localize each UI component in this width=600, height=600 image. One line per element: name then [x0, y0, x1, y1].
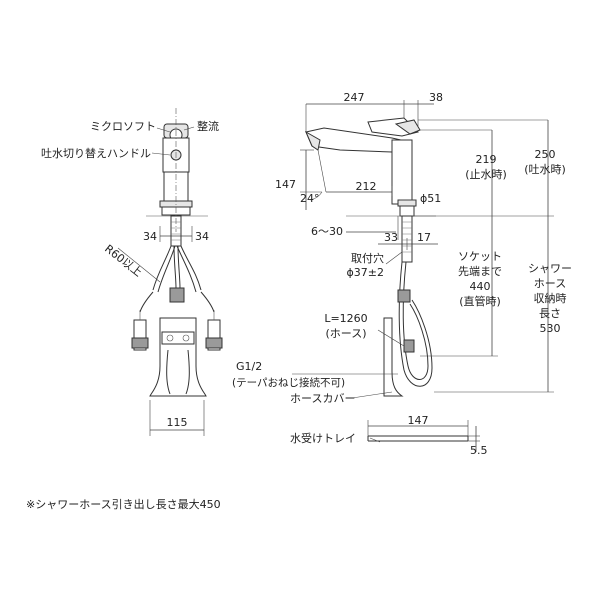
dim-6-30	[346, 216, 399, 240]
water-tray	[367, 435, 469, 442]
dim-247: 247	[344, 91, 365, 104]
water-tray-label: 水受けトレイ	[290, 432, 356, 445]
dim-147-height: 147	[275, 178, 296, 191]
dim-34-left: 34	[143, 230, 157, 243]
dim-5-5: 5.5	[470, 444, 488, 457]
dim-6-30: 6～30	[311, 225, 343, 238]
micro-soft-label: ミクロソフト	[90, 120, 156, 133]
hose-length-label: L=1260	[324, 312, 367, 325]
socket-label-line-1: ソケット	[458, 250, 502, 263]
shower-label-line-3: 収納時	[534, 292, 567, 305]
shower-label-line-4: 長さ	[539, 307, 561, 320]
dim-17: 17	[417, 231, 431, 244]
spout-switch-handle-label: 吐水切り替えハンドル	[41, 146, 151, 160]
socket-label-line-2: 先端まで	[458, 265, 502, 278]
hose-length-note: (ホース)	[325, 327, 366, 340]
footnote: ※シャワーホース引き出し長さ最大450	[26, 497, 221, 511]
side-shower-hose-loop	[397, 261, 433, 387]
front-stop-valves	[131, 291, 223, 351]
dim-147-24	[300, 149, 327, 210]
socket-label-line-3: 440	[470, 280, 491, 293]
side-view: 247 38 219 (止水時) 250 (吐水時) 147 24° 212 ϕ…	[232, 91, 572, 457]
front-dim-115	[149, 400, 205, 436]
dim-34-right: 34	[195, 230, 209, 243]
dim-147-tray: 147	[408, 414, 429, 427]
shower-label-line-2: ホース	[534, 277, 566, 290]
dim-38: 38	[429, 91, 443, 104]
dim-247-38	[305, 100, 434, 132]
dim-heights	[414, 119, 554, 393]
faucet-side-body	[304, 117, 421, 217]
front-supply-hoses	[152, 245, 202, 303]
front-hose-cover	[149, 317, 207, 397]
dim-250: 250	[535, 148, 556, 161]
r60-label: R60以上	[102, 242, 144, 279]
shower-label-line-1: シャワー	[528, 262, 572, 275]
socket-label-line-4: (直管時)	[459, 294, 501, 308]
side-hose-cover	[383, 317, 404, 397]
dim-212: 212	[356, 180, 377, 193]
dim-147-tray	[367, 420, 469, 436]
g12-note: (テーパおねじ接続不可)	[232, 376, 345, 389]
seiryu-label: 整流	[197, 119, 219, 133]
dim-33: 33	[384, 231, 398, 244]
dim-212	[326, 186, 393, 196]
mounting-hole-label: 取付穴	[351, 251, 384, 265]
dim-250-note: (吐水時)	[524, 163, 566, 176]
front-dim-34	[159, 226, 193, 242]
hose-cover-label: ホースカバー	[290, 392, 355, 405]
dim-5-5	[468, 426, 480, 452]
dim-115: 115	[167, 416, 188, 429]
dim-phi51: ϕ51	[420, 192, 441, 205]
g12-label: G1/2	[236, 360, 262, 373]
shower-label-line-5: 530	[540, 322, 561, 335]
dim-219-note: (止水時)	[465, 168, 507, 181]
mounting-hole-diameter: ϕ37±2	[347, 266, 384, 279]
dim-24-degrees: 24°	[300, 192, 320, 205]
dim-219: 219	[476, 153, 497, 166]
dim-33-17	[378, 238, 438, 250]
front-view: ミクロソフト 整流 吐水切り替えハンドル 34 34 R60以上 115	[41, 108, 223, 436]
